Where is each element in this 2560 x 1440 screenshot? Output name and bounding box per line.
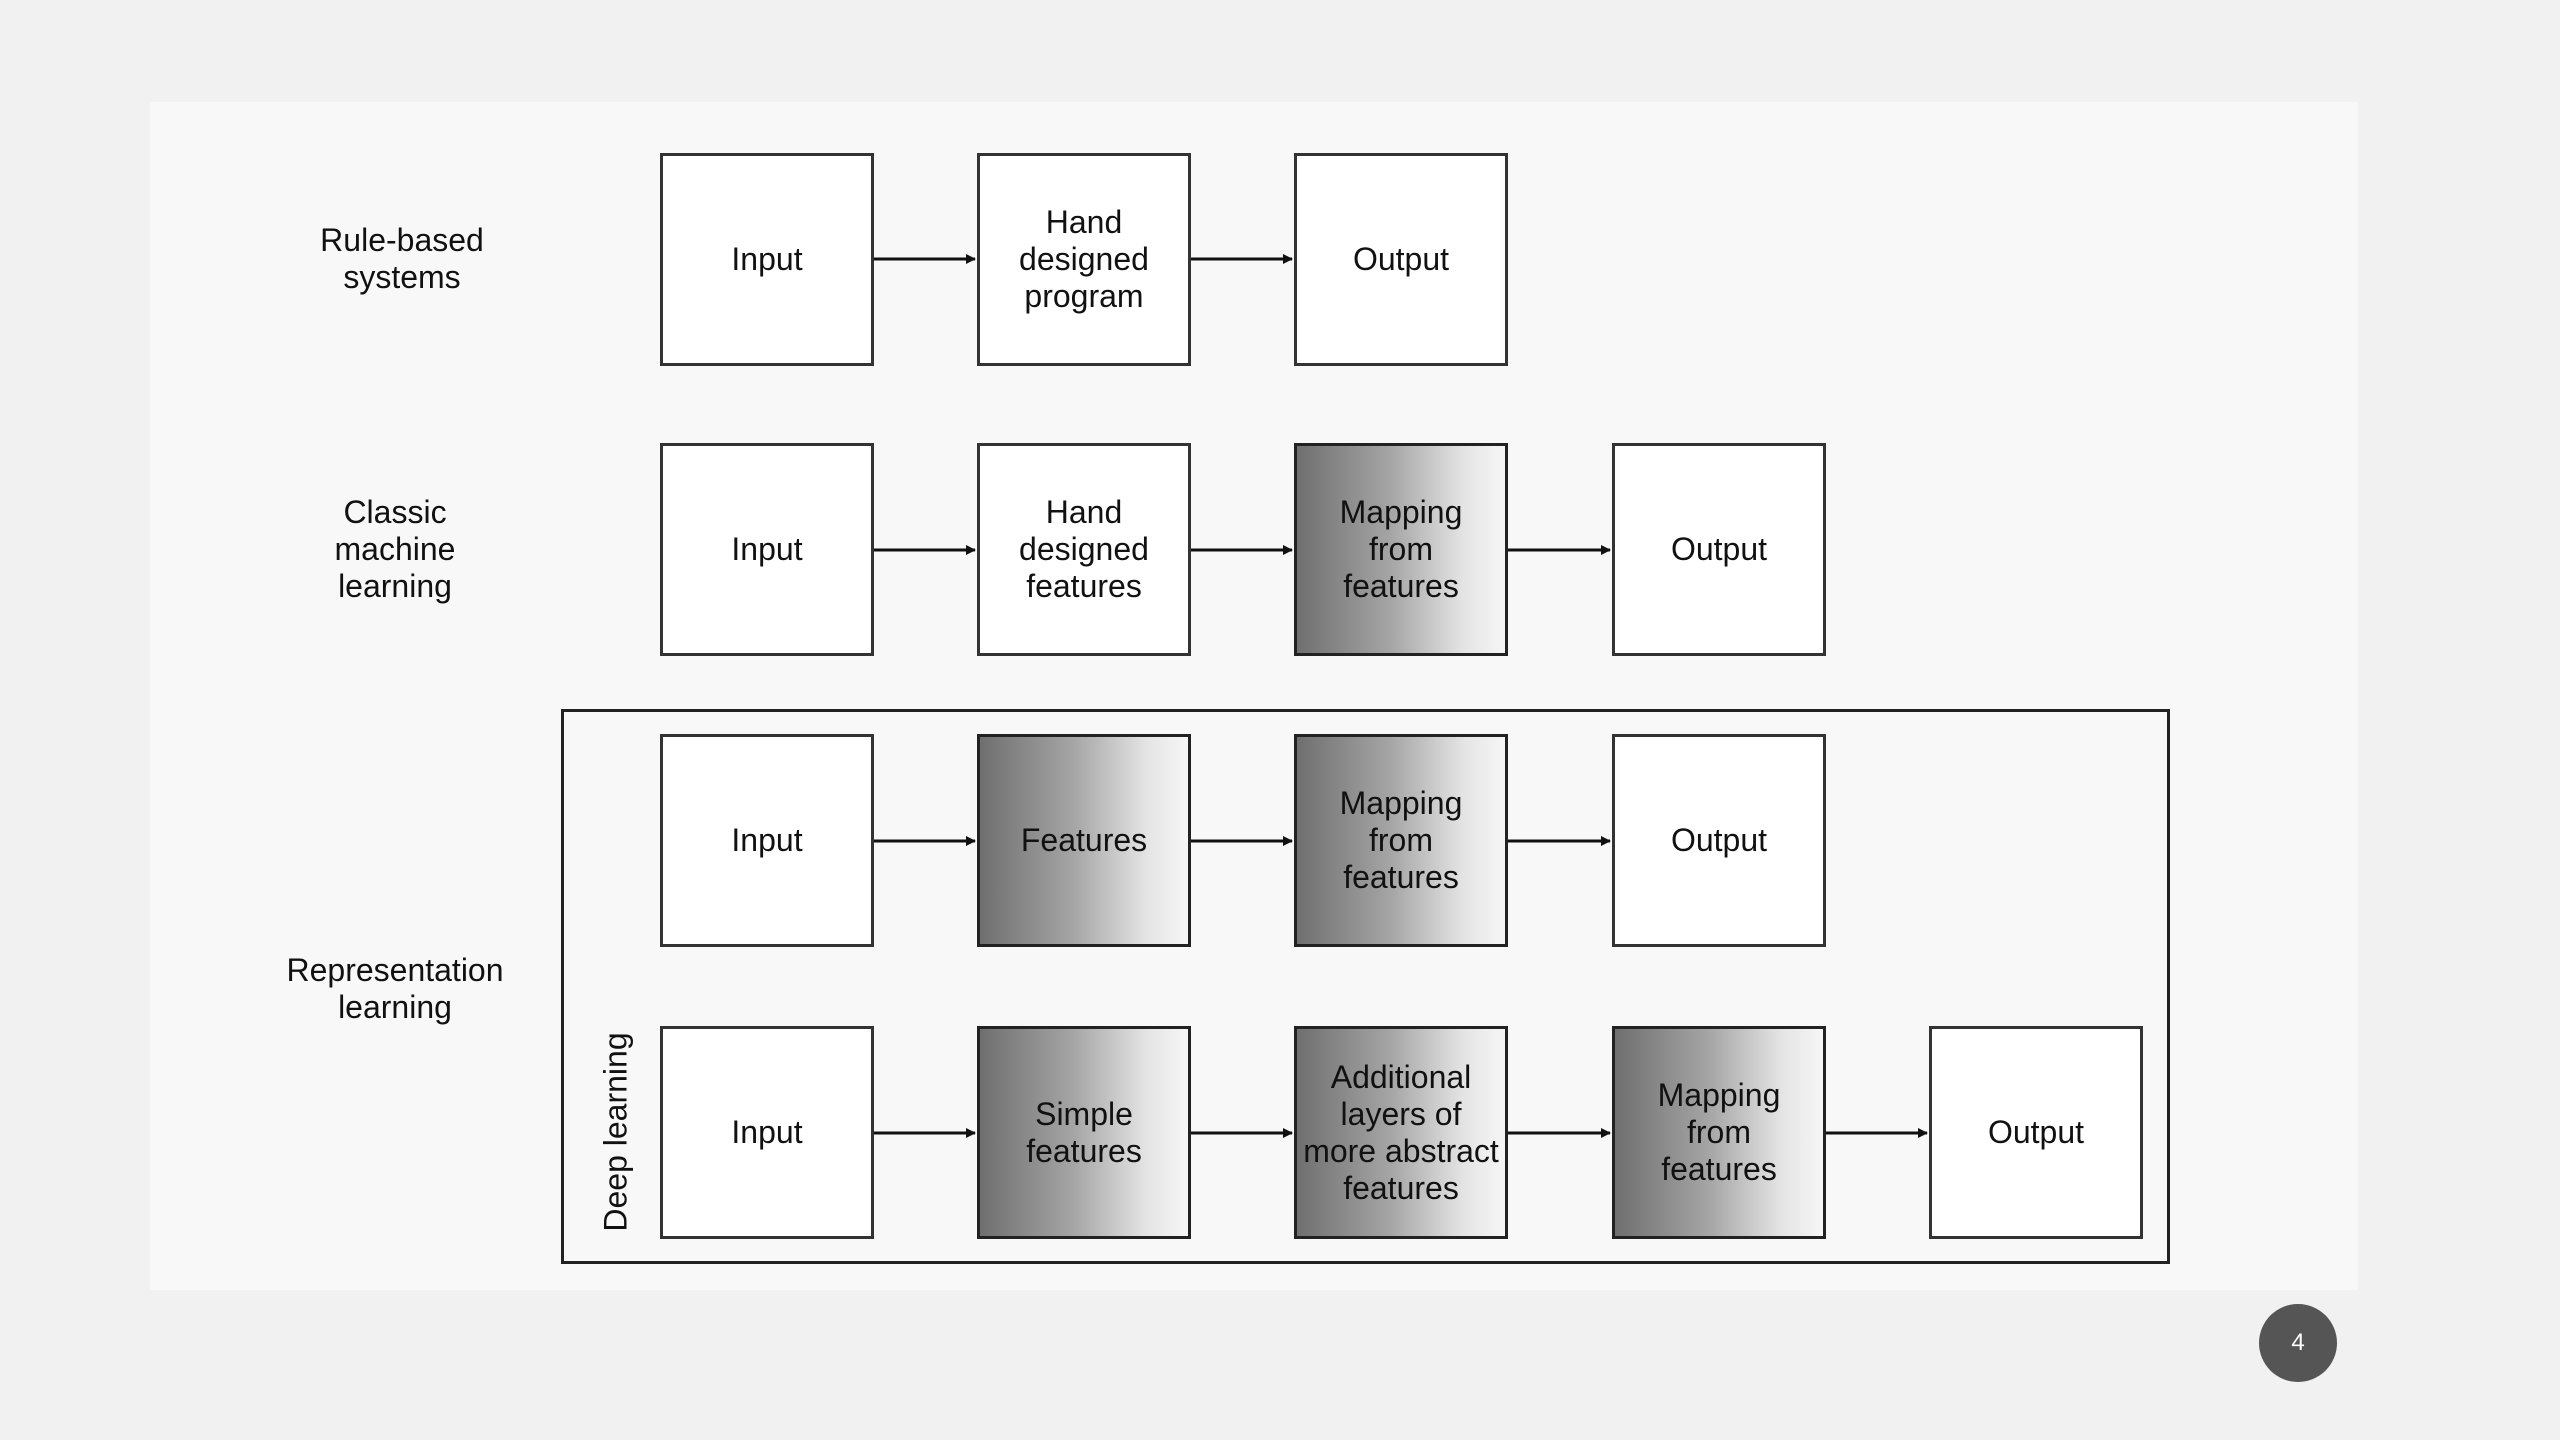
box-text: features [1026,1132,1142,1169]
box-text: Mapping [1339,494,1463,530]
box-repr-input: Input [660,734,874,947]
box-text: Output [1670,822,1768,858]
box-classic-mapping: Mapping from features [1294,443,1508,656]
box-rule-hand-designed-program: Hand designed program [977,153,1191,366]
box-text: designed [1019,531,1149,567]
box-classic-output: Output [1612,443,1826,656]
box-classic-input: Input [660,443,874,656]
label-line: Classic [343,494,447,530]
label-line: learning [338,989,452,1025]
label-representation-learning: Representation learning [270,952,520,1026]
box-text: from [1369,822,1433,858]
box-text: Mapping [1339,785,1463,821]
box-text: Hand [1045,204,1123,240]
box-text: Features [1020,822,1148,858]
box-deep-mapping: Mapping from features [1612,1026,1826,1239]
box-repr-mapping: Mapping from features [1294,734,1508,947]
box-repr-features: Features [977,734,1191,947]
label-line: learning [338,568,452,604]
box-rule-input: Input [660,153,874,366]
box-text: features [1661,1151,1777,1187]
box-rule-output: Output [1294,153,1508,366]
box-text: from [1369,531,1433,567]
box-text: more abstract [1303,1132,1499,1169]
label-line: Rule-based [320,222,484,258]
label-line: Representation [286,952,504,988]
box-deep-input: Input [660,1026,874,1239]
label-rule-based: Rule-based systems [302,222,502,296]
box-text: Output [1352,241,1450,277]
box-text: designed [1019,241,1149,277]
box-text: Hand [1045,494,1123,530]
box-text: Simple [1035,1095,1133,1132]
box-repr-output: Output [1612,734,1826,947]
box-text: Output [1670,531,1768,567]
box-text: features [1026,568,1142,604]
box-text: features [1343,859,1459,895]
box-text: from [1687,1114,1751,1150]
box-text: Output [1987,1114,2085,1150]
page-number-badge[interactable]: 4 [2259,1304,2337,1382]
box-text: Input [731,241,803,277]
label-line: machine [334,531,456,567]
box-text: features [1343,1169,1459,1206]
box-text: program [1024,278,1144,314]
box-text: Input [731,822,803,858]
box-text: Input [731,531,803,567]
box-deep-output: Output [1929,1026,2143,1239]
box-classic-hand-designed-features: Hand designed features [977,443,1191,656]
label-classic-ml: Classic machine learning [295,494,495,605]
box-text: features [1343,568,1459,604]
box-text: Additional [1330,1058,1472,1095]
box-text: Mapping [1657,1077,1781,1113]
label-line: systems [343,259,461,295]
box-deep-additional-layers: Additional layers of more abstract featu… [1294,1026,1508,1239]
box-text: Input [731,1114,803,1150]
box-text: layers of [1340,1095,1462,1132]
box-deep-simple-features: Simple features [977,1026,1191,1239]
